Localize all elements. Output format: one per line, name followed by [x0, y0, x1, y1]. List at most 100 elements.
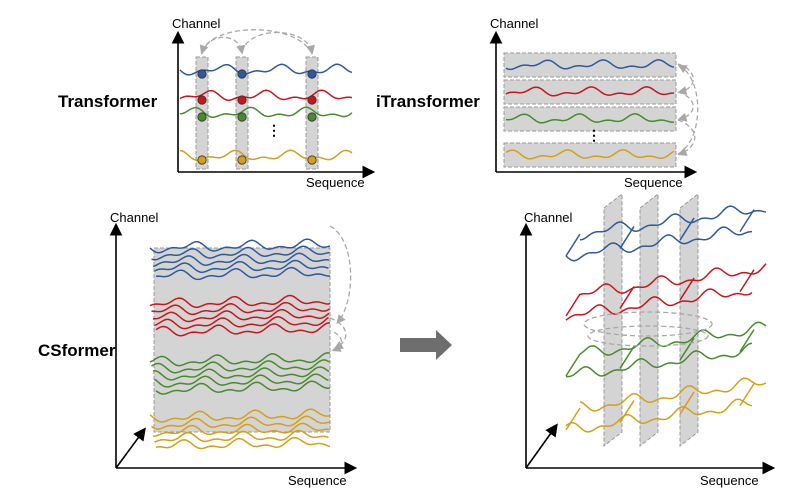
itransformer-series-red [505, 86, 674, 97]
itransformer-attention-link-4 [677, 119, 696, 156]
csformer-seq-series-yellow-back [579, 377, 767, 412]
csformer-title: CSformer [38, 341, 116, 360]
itransformer-series-blue [505, 59, 675, 71]
itransformer-token-row-2 [503, 79, 677, 105]
csformer-depth-axis [115, 427, 146, 469]
csformer-seq-series-blue-front [565, 226, 753, 262]
transformer-title: Transformer [58, 92, 158, 111]
csformer-seq-connector-yellow-2 [619, 400, 635, 423]
transformer-sequence-label: Sequence [306, 175, 365, 190]
transformer-series-yellow [179, 149, 353, 161]
transformer-token-marker-3-yellow [307, 155, 317, 165]
csformer-series-yellow-4 [154, 429, 329, 443]
csformer-channel-link-3 [331, 331, 343, 352]
csformer-series-green-3 [153, 366, 330, 381]
csformer-seq-slice-3 [679, 192, 699, 448]
right-arrow-icon [400, 330, 452, 360]
csformer-seq-connector-blue-4 [739, 209, 755, 233]
csformer-seq-connector-green-2 [619, 346, 635, 369]
csformer-shared-block [153, 247, 331, 433]
csformer-seq-connector-green-3 [679, 337, 695, 361]
csformer-series-yellow-1 [149, 408, 331, 423]
csformer-seq-channel-label: Channel [524, 210, 573, 225]
csformer-seq-connector-red-1 [565, 293, 581, 317]
csformer-seq-connector-yellow-3 [679, 391, 695, 415]
itransformer-token-row-4 [503, 142, 677, 168]
transformer-attention-link-3 [199, 29, 313, 55]
csformer-seq-series-green-front [566, 342, 753, 378]
csformer-series-blue-5 [155, 266, 330, 281]
csformer-seq-series-yellow-front [565, 398, 753, 433]
csformer-seq-series-red-back [579, 263, 767, 296]
csformer-seq-connector-red-3 [679, 277, 695, 301]
transformer-token-marker-1-blue [197, 69, 207, 79]
csformer-seq-mixing-ring-1 [583, 311, 713, 337]
csformer-seq-series-red-front [565, 288, 753, 321]
itransformer-panel: iTransformer Channel Sequence ⋮ [376, 16, 699, 190]
transformer-token-marker-1-red [197, 95, 207, 105]
csformer-series-green-4 [154, 373, 329, 388]
csformer-channel-link-1 [329, 225, 352, 325]
csformer-channel-label: Channel [110, 210, 159, 225]
itransformer-ellipsis: ⋮ [587, 127, 601, 143]
csformer-seq-sequence-label: Sequence [700, 473, 759, 488]
csformer-seq-series [565, 205, 767, 433]
csformer-sequence-label: Sequence [288, 473, 347, 488]
transformer-token-marker-2-yellow [237, 155, 247, 165]
csformer-series-green-5 [155, 380, 331, 395]
itransformer-channel-label: Channel [490, 16, 539, 31]
csformer-series-blue-2 [151, 245, 330, 261]
csformer-seq-connector-blue-2 [619, 226, 635, 249]
itransformer-series-yellow [505, 149, 675, 160]
csformer-seq-depth-axis [525, 423, 558, 469]
itransformer-series-green [505, 113, 675, 124]
transformer-token-marker-1-green [197, 112, 207, 122]
csformer-seq-connector-red-2 [619, 286, 635, 309]
transformer-token-marker-2-red [237, 95, 247, 105]
csformer-seq-connector-blue-3 [679, 217, 695, 241]
transformer-token-markers [197, 69, 317, 165]
transformer-ellipsis: ⋮ [267, 122, 281, 138]
itransformer-series [505, 59, 675, 160]
csformer-series-yellow-3 [153, 422, 330, 437]
csformer-series-blue-3 [152, 252, 330, 268]
itransformer-title: iTransformer [376, 92, 480, 111]
csformer-panel: CSformer Channel Sequence [38, 210, 358, 488]
transformer-token-marker-3-red [307, 95, 317, 105]
transformer-series [179, 63, 353, 161]
transformer-token-marker-3-blue [307, 69, 317, 79]
csformer-seq-mixing-ring-2 [587, 325, 709, 347]
csformer-series-blue-4 [154, 259, 329, 274]
csformer-seq-connector-blue-1 [565, 233, 581, 257]
transformer-attention-link-1 [201, 36, 246, 55]
csformer-seq-series-green-back [579, 321, 767, 356]
transformer-series-blue [179, 63, 353, 76]
csformer-seq-series-blue-back [579, 205, 767, 241]
csformer-channel-link-2 [329, 317, 347, 350]
csformer-series-green-2 [151, 359, 330, 374]
itransformer-attention-link-2 [677, 91, 694, 122]
itransformer-sequence-label: Sequence [624, 175, 683, 190]
transformer-token-marker-1-yellow [197, 155, 207, 165]
csformer-series-red-4 [154, 316, 329, 330]
transformer-token-marker-2-blue [237, 69, 247, 79]
transformer-panel: Transformer Channel Sequence ⋮ [58, 16, 376, 190]
transformer-token-marker-2-green [237, 112, 247, 122]
csformer-series-yellow-5 [155, 436, 331, 450]
csformer-series-red-5 [155, 322, 331, 337]
csformer-sequence-panel: Channel Sequence [519, 192, 776, 488]
csformer-series-yellow-2 [151, 415, 330, 430]
transformer-series-red [179, 89, 353, 101]
csformer-seq-slice-2 [639, 192, 659, 448]
csformer-series-red-3 [152, 308, 330, 323]
csformer-series-stack [149, 238, 331, 450]
csformer-seq-connector-red-4 [739, 269, 755, 293]
csformer-series-red-2 [151, 301, 330, 316]
csformer-series-green-1 [149, 352, 331, 367]
csformer-series-blue-1 [149, 238, 331, 254]
transformer-channel-label: Channel [172, 16, 221, 31]
transformer-token-marker-3-green [307, 112, 317, 122]
csformer-seq-connector-green-4 [739, 329, 755, 353]
